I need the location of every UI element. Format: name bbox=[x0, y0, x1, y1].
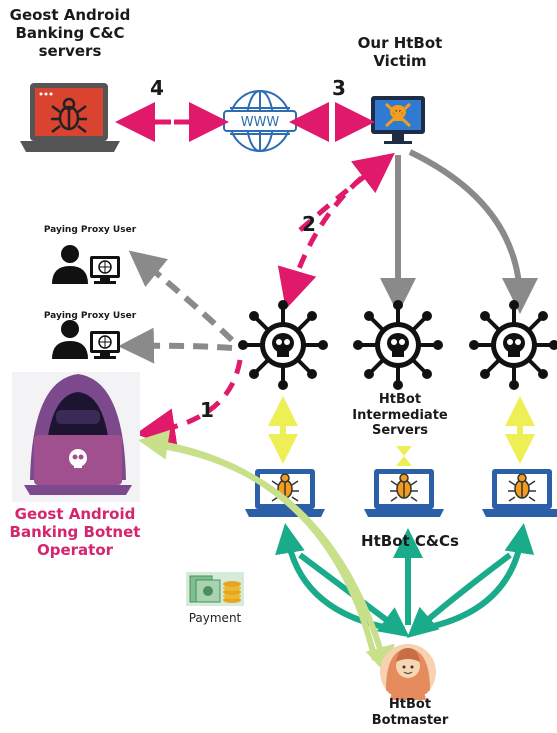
botmaster-to-operator-arrow bbox=[138, 429, 378, 661]
hub-to-proxy-user1-arrow bbox=[128, 250, 235, 343]
step1-number: 1 bbox=[200, 398, 214, 422]
step2-return-arrow bbox=[298, 152, 395, 232]
step2-number: 2 bbox=[302, 212, 316, 236]
hub-to-proxy-user2-arrow bbox=[118, 327, 233, 364]
geost-cc-servers-label: Geost Android Banking C&C servers bbox=[9, 6, 131, 60]
cc-laptop3-icon bbox=[481, 468, 557, 518]
cc-laptop1-icon bbox=[244, 468, 326, 518]
cc3-to-botmaster-arrow bbox=[407, 552, 512, 638]
yellow-arrow-2-up bbox=[396, 446, 412, 456]
victim-label: Our HtBot Victim bbox=[357, 34, 443, 70]
payment-label: Payment bbox=[188, 611, 242, 625]
step3-number: 3 bbox=[332, 76, 346, 100]
victim-computer-icon bbox=[371, 96, 425, 144]
botmaster-label: HtBot Botmaster bbox=[371, 697, 449, 728]
step1-arrow bbox=[135, 359, 243, 449]
payment-money-icon bbox=[186, 572, 244, 606]
cc-label: HtBot C&Cs bbox=[361, 532, 459, 550]
proxy-user2-icon bbox=[51, 319, 121, 360]
hub3-icon bbox=[467, 298, 557, 392]
yellow-arrow-2-down bbox=[396, 456, 412, 466]
proxy-user2-label: Paying Proxy User bbox=[43, 311, 137, 321]
proxy-user1-icon bbox=[51, 244, 121, 285]
proxy-hub-icon bbox=[236, 298, 330, 392]
intermediate-hub-icon bbox=[351, 298, 445, 392]
operator-hacker-icon bbox=[12, 372, 140, 502]
intermediate-servers-label: HtBot Intermediate Servers bbox=[352, 392, 448, 439]
victim-to-hub3-arrow bbox=[408, 149, 538, 314]
operator-label: Geost Android Banking Botnet Operator bbox=[9, 505, 141, 559]
proxy-user1-label: Paying Proxy User bbox=[43, 225, 137, 235]
cc-laptop2-icon bbox=[363, 468, 445, 518]
step2-arrow bbox=[277, 160, 382, 310]
www-globe-icon: WWW bbox=[223, 90, 297, 152]
botmaster-person-icon bbox=[380, 644, 436, 700]
www-label: WWW bbox=[241, 115, 280, 130]
step4-number: 4 bbox=[150, 76, 164, 100]
geost-cc-laptop-icon bbox=[20, 83, 120, 152]
